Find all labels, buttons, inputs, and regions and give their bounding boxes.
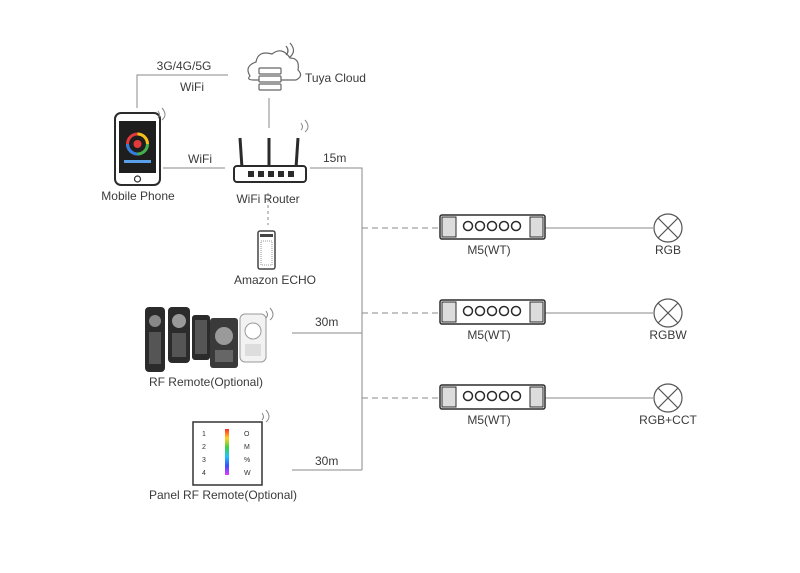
cellular-label: 3G/4G/5G — [156, 59, 212, 73]
controller-2 — [439, 299, 546, 325]
controller-screw — [486, 305, 498, 317]
controller-3-label: M5(WT) — [467, 413, 511, 427]
controller-screw — [474, 220, 486, 232]
controller-3 — [439, 384, 546, 410]
controller-output-terminal — [529, 301, 544, 323]
controller-screw — [510, 305, 522, 317]
controller-screw — [486, 390, 498, 402]
controller-screw — [510, 390, 522, 402]
cloud-icon — [247, 42, 302, 91]
controller-1-label: M5(WT) — [467, 243, 511, 257]
trunk-line — [310, 167, 363, 470]
controller-screw — [474, 305, 486, 317]
panel-button-white: W — [244, 470, 251, 477]
distance-router-label: 15m — [323, 151, 347, 165]
panel-button-4: 4 — [202, 470, 206, 477]
panel-button-3: 3 — [202, 457, 206, 464]
output-1-label: RGB — [654, 243, 682, 257]
controller-screw — [486, 220, 498, 232]
cloud-label: Tuya Cloud — [305, 71, 366, 85]
panel-remote-label: Panel RF Remote(Optional) — [148, 488, 298, 502]
outputs-group — [653, 213, 683, 413]
wifi-cloud-label: WiFi — [180, 80, 204, 94]
panel-button-1: 1 — [202, 431, 206, 438]
phone-cloud-line — [136, 74, 228, 108]
light-icon-1 — [653, 213, 683, 243]
panel-button-percent: % — [244, 457, 250, 464]
output-2-label: RGBW — [649, 328, 687, 342]
router-label: WiFi Router — [236, 192, 300, 206]
rf-remotes-icon — [145, 307, 274, 372]
controller-screw — [498, 220, 510, 232]
echo-icon — [257, 230, 276, 270]
echo-label: Amazon ECHO — [233, 273, 317, 287]
controller-input-terminal — [441, 301, 457, 323]
distance-panel-label: 30m — [315, 454, 339, 468]
controller-output-terminal — [529, 216, 544, 238]
controller-screw — [474, 390, 486, 402]
controller-output-terminal — [529, 386, 544, 408]
controller-screw — [498, 390, 510, 402]
distance-rf-label: 30m — [315, 315, 339, 329]
controller-screw — [510, 220, 522, 232]
controller-screw — [462, 220, 474, 232]
phone-icon — [114, 107, 166, 186]
router-icon — [233, 119, 309, 183]
output-3-label: RGB+CCT — [639, 413, 697, 427]
controller-2-label: M5(WT) — [467, 328, 511, 342]
connection-lines — [136, 74, 653, 471]
controller-input-terminal — [441, 216, 457, 238]
light-icon-2 — [653, 298, 683, 328]
panel-button-2: 2 — [202, 444, 206, 451]
light-icon-3 — [653, 383, 683, 413]
panel-button-on: O — [244, 431, 250, 438]
controller-1 — [439, 214, 546, 240]
rf-remote-label: RF Remote(Optional) — [148, 375, 264, 389]
controller-screw — [498, 305, 510, 317]
controller-screw — [462, 305, 474, 317]
phone-label: Mobile Phone — [101, 189, 175, 203]
panel-remote-icon — [192, 409, 270, 486]
panel-button-mode: M — [244, 444, 250, 451]
controller-screw — [462, 390, 474, 402]
panel-button-labels: 1 O 2 M 3 % 4 W — [202, 431, 251, 477]
controller-input-terminal — [441, 386, 457, 408]
controllers-group — [439, 214, 546, 410]
wifi-phone-label: WiFi — [188, 152, 212, 166]
